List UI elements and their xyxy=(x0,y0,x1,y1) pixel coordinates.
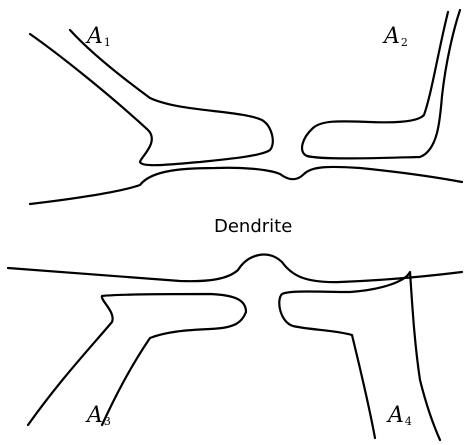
axon-a4-outline xyxy=(279,272,440,440)
label-a2: A2 xyxy=(384,26,408,48)
axon-a2-outline xyxy=(302,10,460,158)
dendrite-upper-membrane xyxy=(30,167,462,204)
dendrite-label: Dendrite xyxy=(214,216,292,237)
label-a3: A3 xyxy=(87,405,111,427)
label-a4: A4 xyxy=(388,405,412,427)
axon-a1-outline xyxy=(30,30,273,165)
axon-a3-outline xyxy=(28,294,246,425)
dendrite-lower-membrane xyxy=(8,255,462,283)
label-a1: A1 xyxy=(87,26,111,48)
